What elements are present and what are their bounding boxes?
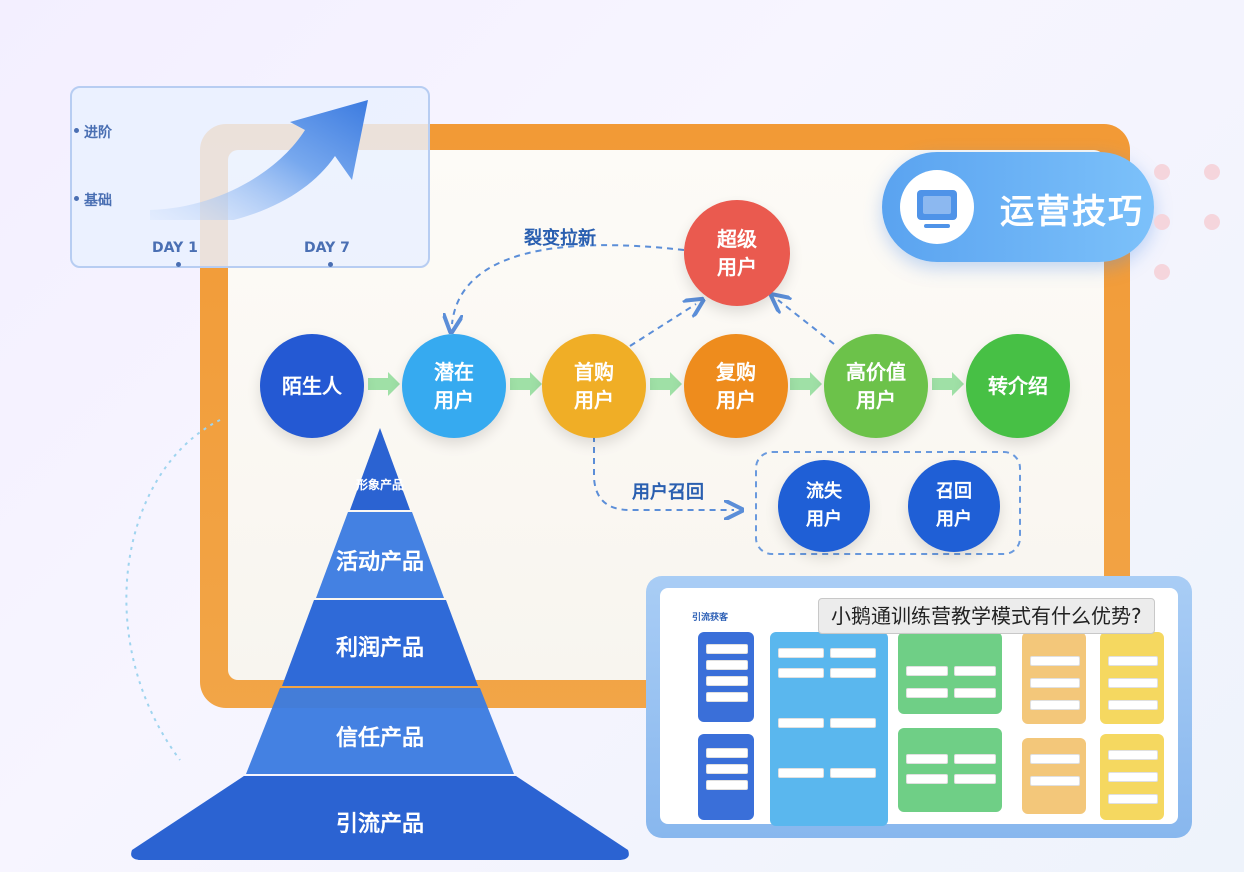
monitor-icon xyxy=(917,190,957,228)
node-label: 潜在 xyxy=(434,360,474,384)
thumb-cell xyxy=(1108,678,1158,688)
growth-card: 进阶 基础 DAY 1 DAY 7 xyxy=(70,86,430,268)
node-label: 转介绍 xyxy=(988,374,1048,398)
thumb-cell xyxy=(1030,656,1080,666)
thumb-cell xyxy=(706,780,748,790)
thumb-cell xyxy=(906,666,948,676)
thumb-cell xyxy=(706,692,748,702)
node-churned: 流失用户 xyxy=(778,460,870,552)
thumb-cell xyxy=(1108,656,1158,666)
node-recalled: 召回用户 xyxy=(908,460,1000,552)
thumb-cell xyxy=(830,668,876,678)
thumb-cell xyxy=(778,718,824,728)
decor-dot xyxy=(1154,214,1170,230)
tooltip: 小鹅通训练营教学模式有什么优势? xyxy=(818,598,1155,634)
thumb-cell xyxy=(778,648,824,658)
growth-arrow-icon xyxy=(150,100,368,220)
thumb-cell xyxy=(1030,700,1080,710)
decor-dot xyxy=(1154,264,1170,280)
thumb-cell xyxy=(706,764,748,774)
thumb-cell xyxy=(778,668,824,678)
day1-label: DAY 1 xyxy=(152,240,198,256)
pyramid-level-profit: 利润产品 xyxy=(335,636,424,661)
thumb-cell xyxy=(1108,772,1158,782)
thumb-column xyxy=(698,734,754,820)
thumb-column xyxy=(770,632,888,826)
node-label: 高价值 xyxy=(846,360,906,384)
ops-icon-wrap xyxy=(900,170,974,244)
node-label: 用户 xyxy=(806,509,842,530)
pyramid-level-trust: 信任产品 xyxy=(335,726,424,751)
decor-dot xyxy=(1204,164,1220,180)
thumb-cell xyxy=(706,644,748,654)
node-referral: 转介绍 xyxy=(966,334,1070,438)
node-high-value: 高价值用户 xyxy=(824,334,928,438)
day7-label: DAY 7 xyxy=(304,240,350,256)
node-super-user: 超级用户 xyxy=(684,200,790,306)
thumb-cell xyxy=(830,718,876,728)
tick-dot xyxy=(74,196,79,201)
node-label: 流失 xyxy=(806,481,842,502)
thumb-cell xyxy=(954,666,996,676)
node-label: 用户 xyxy=(434,388,474,412)
thumb-cell xyxy=(830,768,876,778)
decor-dot xyxy=(1204,214,1220,230)
thumb-column xyxy=(898,728,1002,812)
node-label: 用户 xyxy=(856,388,896,412)
recall-label: 用户召回 xyxy=(632,482,704,503)
tick-dot xyxy=(328,262,333,267)
thumb-cell xyxy=(1030,776,1080,786)
thumb-cell xyxy=(954,688,996,698)
thumb-cell xyxy=(1108,794,1158,804)
node-label: 首购 xyxy=(574,360,614,384)
pyramid-level-traffic: 引流产品 xyxy=(335,812,424,837)
node-stranger: 陌生人 xyxy=(260,334,364,438)
fission-label: 裂变拉新 xyxy=(524,228,596,249)
thumb-cell xyxy=(954,774,996,784)
decor-dot xyxy=(1154,164,1170,180)
thumb-cell xyxy=(1030,678,1080,688)
node-label: 用户 xyxy=(716,388,756,412)
thumbnail-title: 引流获客 xyxy=(692,613,729,623)
thumb-cell xyxy=(706,748,748,758)
thumb-cell xyxy=(706,676,748,686)
thumb-cell xyxy=(954,754,996,764)
pyramid-level-activity: 活动产品 xyxy=(335,550,424,575)
tick-dot xyxy=(74,128,79,133)
node-label: 用户 xyxy=(574,388,614,412)
thumb-cell xyxy=(906,754,948,764)
thumb-cell xyxy=(1108,750,1158,760)
tick-dot xyxy=(176,262,181,267)
pyramid-level-image: 形象产品 xyxy=(355,478,404,492)
thumb-cell xyxy=(830,648,876,658)
thumb-cell xyxy=(906,774,948,784)
thumb-cell xyxy=(906,688,948,698)
advanced-label: 进阶 xyxy=(84,125,112,141)
node-first-purchase: 首购用户 xyxy=(542,334,646,438)
node-label: 超级 xyxy=(717,227,757,251)
product-pyramid xyxy=(131,428,629,860)
node-repeat-purchase: 复购用户 xyxy=(684,334,788,438)
node-label: 用户 xyxy=(717,255,757,279)
ops-tips-label: 运营技巧 xyxy=(1000,192,1144,232)
basic-label: 基础 xyxy=(84,193,112,209)
thumb-cell xyxy=(778,768,824,778)
thumb-cell xyxy=(1030,754,1080,764)
node-label: 复购 xyxy=(716,360,756,384)
ops-tips-badge: 运营技巧 xyxy=(882,152,1154,262)
node-potential: 潜在用户 xyxy=(402,334,506,438)
node-label: 召回 xyxy=(936,481,972,502)
thumb-cell xyxy=(706,660,748,670)
thumb-cell xyxy=(1108,700,1158,710)
node-label: 陌生人 xyxy=(282,374,342,398)
node-label: 用户 xyxy=(936,509,972,530)
